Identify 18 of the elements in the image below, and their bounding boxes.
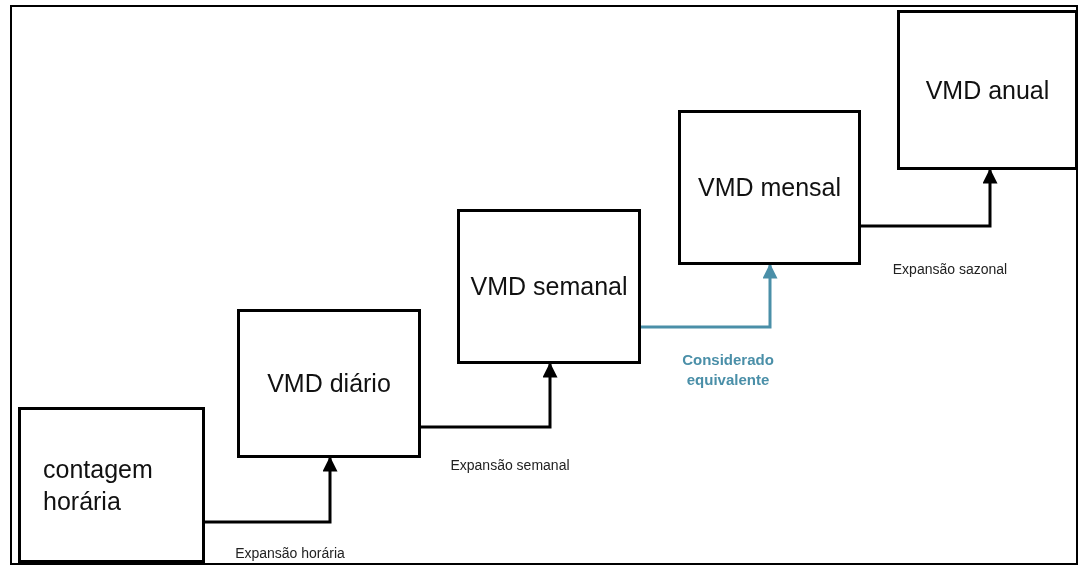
box-label: VMD diário [267,368,391,400]
edge-label: Expansão sazonal [892,260,1008,279]
edge-label: Considerado equivalente [681,350,775,391]
edge-label: Expansão semanal [450,456,570,475]
process-box [18,407,205,563]
arrow [205,456,338,524]
box-label: VMD semanal [470,271,628,303]
process-box [897,10,1078,170]
arrow [861,168,998,228]
edge-label: Expansão horária [235,544,345,563]
box-label: VMD mensal [697,172,842,204]
box-label: contagem horária [43,453,154,517]
box-label: VMD anual [925,74,1050,106]
arrow [421,362,558,429]
process-box [457,209,641,364]
process-box [678,110,861,265]
arrow [641,263,778,329]
process-box [237,309,421,458]
